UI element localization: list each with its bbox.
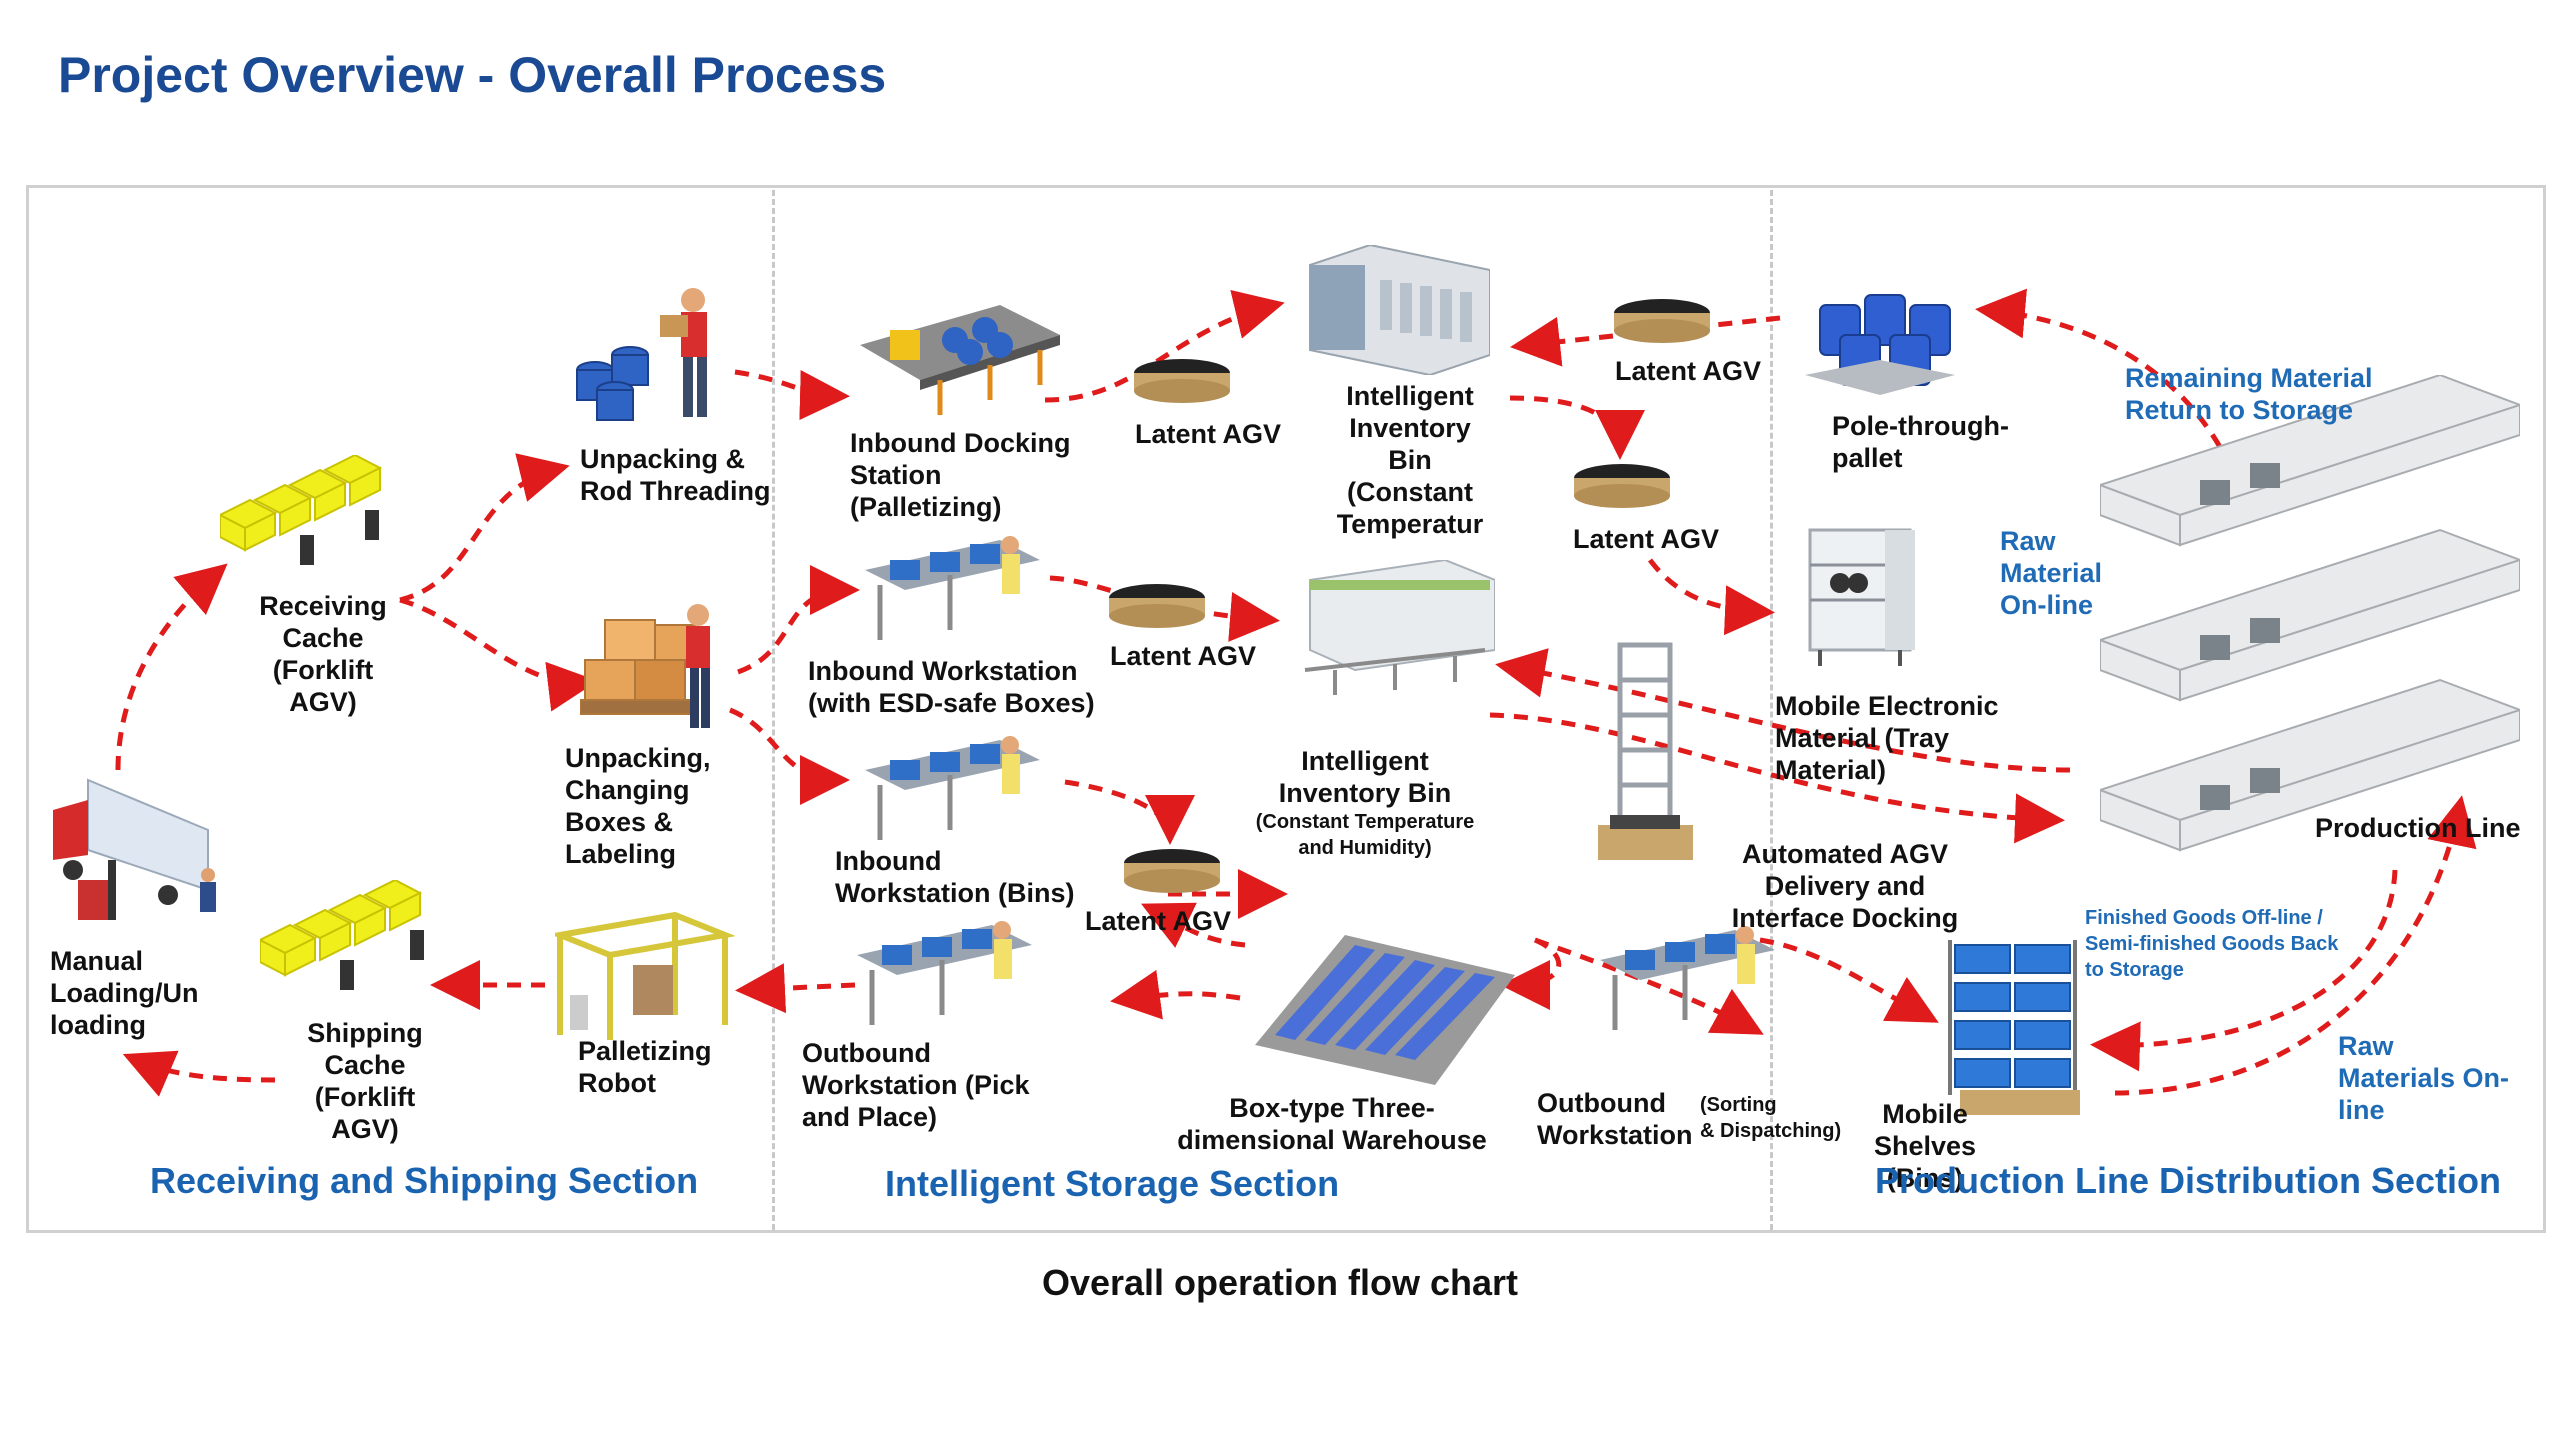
workstation-icon — [865, 536, 1040, 640]
flow-arrow — [2090, 869, 2398, 1072]
worker-icon — [576, 288, 707, 421]
flow-arrow — [399, 453, 570, 603]
outbound-sort-title: Outbound Workstation — [1537, 1088, 1693, 1150]
outbound-pick-label: Outbound Workstation (Pick and Place) — [802, 1038, 1030, 1132]
intelligent-bin-label: Intelligent Inventory Bin (Constant Temp… — [1336, 381, 1484, 539]
flow-arrow — [729, 707, 850, 805]
raw-materials-online-note: Raw Materials On- line — [2338, 1031, 2510, 1125]
latent-agv-label: Latent AGV — [1085, 906, 1232, 936]
latent-agv-label: Latent AGV — [1573, 524, 1720, 554]
shipping-cache-label: Shipping Cache (Forklift AGV) — [307, 1018, 423, 1144]
latent-agv-label: Latent AGV — [1110, 641, 1257, 671]
forklift-icon — [260, 880, 424, 990]
agv-icon — [1574, 464, 1670, 508]
automated-agv-label: Automated AGV Delivery and Interface Doc… — [1731, 839, 1959, 933]
flow-arrow — [1759, 937, 1939, 1023]
raw-material-online-note: Raw Material On-line — [2000, 526, 2103, 620]
flow-arrow — [1110, 969, 1241, 1020]
diagram-frame — [26, 185, 2546, 1233]
box-warehouse-label: Box-type Three- dimensional Warehouse — [1177, 1093, 1487, 1155]
remaining-material-note: Remaining Material Return to Storage — [2125, 363, 2373, 425]
manual-loading-label: Manual Loading/Un loading — [50, 946, 199, 1040]
section-divider — [772, 190, 775, 1230]
flow-arrow — [1044, 289, 1285, 403]
inventory-bin-icon — [1304, 560, 1495, 695]
flow-arrow — [2114, 795, 2477, 1096]
shelf-icon — [1948, 940, 2080, 1115]
flow-arrow — [399, 597, 598, 712]
rack-icon — [1808, 528, 1915, 666]
receiving-cache-label: Receiving Cache (Forklift AGV) — [259, 591, 387, 717]
inbound-esd-label: Inbound Workstation (with ESD-safe Boxes… — [808, 656, 1095, 718]
pole-pallet-label: Pole-through- pallet — [1832, 411, 2009, 473]
outbound-sort-label: Outbound Workstation — [1537, 1055, 1693, 1151]
flow-arrow — [734, 369, 850, 420]
flow-arrow — [1140, 902, 1246, 948]
figure-caption: Overall operation flow chart — [1041, 1262, 1519, 1303]
boxes-icon — [580, 604, 710, 728]
warehouse-icon — [1255, 935, 1515, 1085]
lift-icon — [1598, 642, 1693, 860]
inbound-docking-label: Inbound Docking Station (Palletizing) — [850, 428, 1071, 522]
flow-arrow — [1064, 779, 1195, 845]
truck-icon — [53, 778, 216, 920]
section-title-receiving: Receiving and Shipping Section — [150, 1160, 699, 1201]
inbound-bins-label: Inbound Workstation (Bins) — [835, 846, 1075, 908]
page-title: Project Overview - Overall Process — [58, 47, 887, 103]
mobile-electronic-label: Mobile Electronic Material (Tray Materia… — [1775, 691, 1999, 785]
flow-arrow — [1509, 395, 1645, 460]
unpacking-changing-label: Unpacking, Changing Boxes & Labeling — [565, 743, 711, 869]
latent-agv-label: Latent AGV — [1135, 419, 1282, 449]
flow-arrow — [1495, 648, 2071, 773]
production-line-icon — [2100, 375, 2520, 852]
workstation-icon — [865, 736, 1040, 840]
agv-icon — [1134, 359, 1230, 403]
flow-arrow — [1489, 712, 2065, 844]
flow-arrow — [1534, 937, 1764, 1035]
agv-icon — [1614, 299, 1710, 343]
flow-arrow — [122, 1050, 276, 1097]
palletizing-robot-label: Palletizing Robot — [578, 1036, 712, 1098]
section-title-production: Production Line Distribution Section — [1875, 1160, 2501, 1201]
unpacking-rod-label: Unpacking & Rod Threading — [580, 444, 771, 506]
pallet-icon — [220, 455, 383, 565]
flow-arrow — [1648, 558, 1775, 636]
section-title-storage: Intelligent Storage Section — [885, 1163, 1340, 1204]
intelligent-bin-2-subtitle: (Constant Temperature and Humidity) — [1255, 811, 1475, 859]
agv-icon — [1109, 584, 1205, 628]
mobile-shelves-label: Mobile Shelves (Bins) — [1873, 1099, 1977, 1193]
agv-icon — [1124, 849, 1220, 893]
workstation-icon — [1600, 926, 1775, 1030]
flow-arrow — [737, 565, 860, 675]
intelligent-bin-2-label: Intelligent Inventory Bin (Constant Temp… — [1245, 713, 1485, 893]
flow-arrow — [1500, 937, 1562, 1010]
inventory-bin-icon — [1309, 245, 1490, 375]
conveyor-icon — [860, 305, 1060, 415]
robot-icon — [555, 911, 735, 1040]
outbound-sort-subtitle: (Sorting & Dispatching) — [1700, 1094, 1842, 1142]
section-divider — [1770, 190, 1773, 1230]
latent-agv-label: Latent AGV — [1615, 356, 1762, 386]
flow-arrow — [115, 563, 228, 771]
intelligent-bin-2-title: Intelligent Inventory Bin — [1278, 746, 1452, 808]
workstation-icon — [857, 921, 1032, 1025]
flow-arrow — [735, 963, 856, 1014]
reel-icon — [1805, 294, 1955, 395]
finished-goods-note: Finished Goods Off-line / Semi-finished … — [2085, 907, 2339, 981]
production-line-label: Production Line — [2315, 813, 2521, 843]
